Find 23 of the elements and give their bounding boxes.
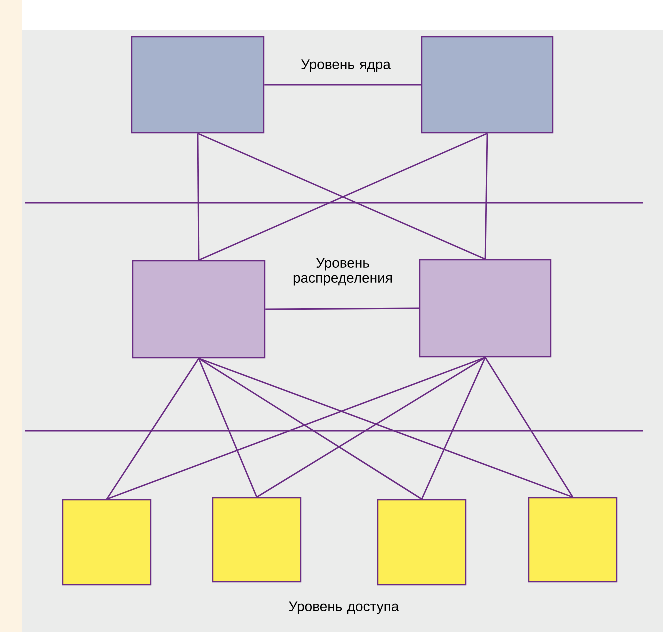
- box: [421, 36, 554, 134]
- connector-line: [421, 357, 486, 500]
- connector-line: [266, 308, 420, 310]
- connector-line: [198, 358, 422, 500]
- box: [212, 497, 302, 583]
- box: [62, 499, 152, 586]
- level-label: Уровень ядра: [301, 60, 391, 72]
- connector-line: [256, 357, 486, 498]
- connector-line: [106, 356, 486, 500]
- box: [419, 259, 552, 358]
- level-label: Уровень доступа: [289, 602, 400, 614]
- box: [131, 36, 265, 134]
- connector-line: [198, 358, 574, 498]
- level-label: Уровень распределения: [294, 258, 392, 286]
- box: [377, 499, 467, 586]
- connector-line: [198, 358, 258, 498]
- connector-line: [484, 134, 488, 260]
- box: [528, 497, 618, 583]
- connector-line: [106, 358, 200, 500]
- connector-line: [197, 134, 200, 260]
- box: [132, 260, 266, 359]
- connector-line: [484, 357, 574, 498]
- connector-line: [264, 84, 422, 86]
